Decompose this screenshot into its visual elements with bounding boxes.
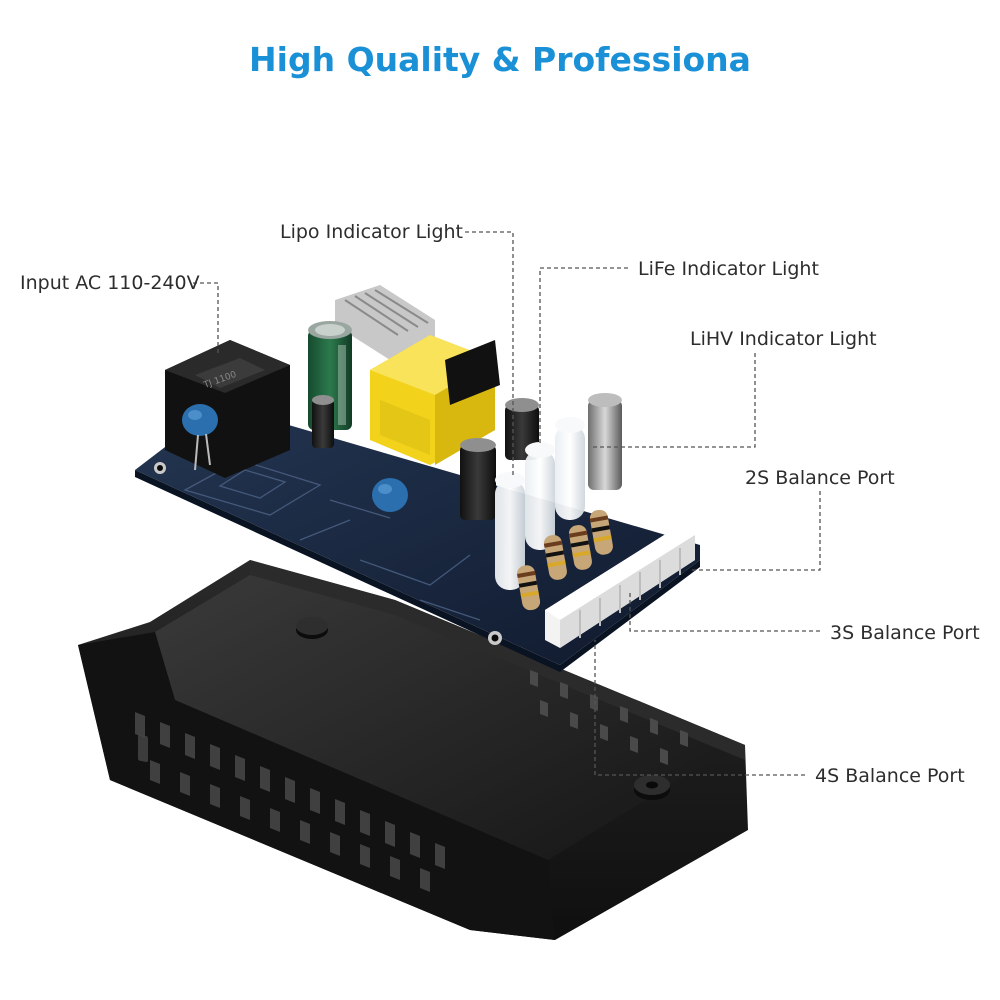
lipo-led xyxy=(495,472,525,590)
led-indicators xyxy=(495,417,585,590)
life-led xyxy=(525,442,555,550)
enclosure-case xyxy=(78,560,748,940)
label-life-indicator: LiFe Indicator Light xyxy=(638,258,819,280)
label-2s-balance-port: 2S Balance Port xyxy=(745,467,895,489)
callout-leader-lines xyxy=(193,231,821,776)
ac-input-socket: TJ 1100 xyxy=(165,340,290,478)
label-4s-balance-port: 4S Balance Port xyxy=(815,765,965,787)
silver-capacitor xyxy=(588,393,622,490)
electrolytic-capacitor xyxy=(460,438,496,520)
ceramic-capacitor xyxy=(182,404,218,471)
label-input-ac: Input AC 110-240V xyxy=(20,272,200,294)
electrolytic-capacitor xyxy=(312,395,334,448)
label-3s-balance-port: 3S Balance Port xyxy=(830,622,980,644)
headline: High Quality & Professiona xyxy=(249,40,751,79)
transformer xyxy=(370,335,500,465)
balance-port-connectors xyxy=(545,525,695,648)
label-lihv-indicator: LiHV Indicator Light xyxy=(690,328,877,350)
lihv-led xyxy=(555,417,585,520)
label-lipo-indicator: Lipo Indicator Light xyxy=(280,221,464,243)
ceramic-capacitor xyxy=(372,478,408,512)
resistors xyxy=(517,509,613,611)
